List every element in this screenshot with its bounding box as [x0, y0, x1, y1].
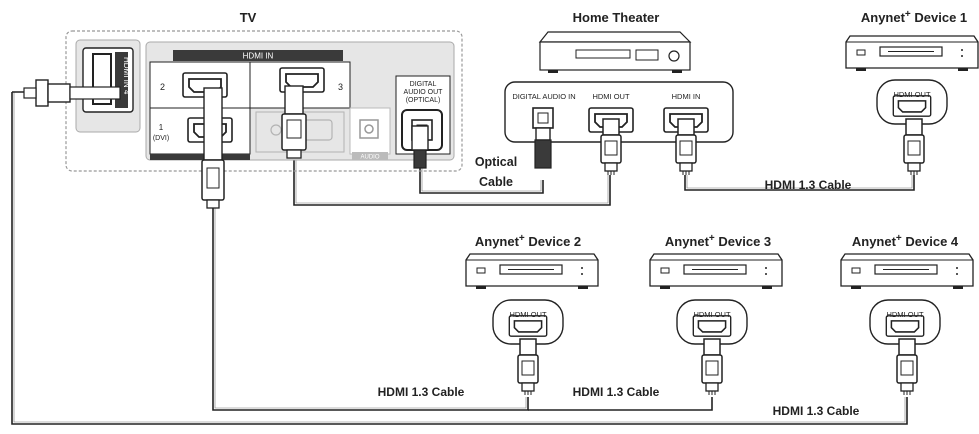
cables: [11, 91, 915, 425]
svg-text:Anynet+ Device 3: Anynet+ Device 3: [665, 233, 771, 249]
audio-label: AUDIO: [360, 155, 379, 161]
svg-text:Anynet+ Device 1: Anynet+ Device 1: [861, 9, 967, 25]
cable-port3-to-ht-out: [293, 160, 611, 206]
ht-optical-plug: [534, 127, 552, 169]
ht-hdmi-out-label: HDMI OUT: [592, 92, 629, 101]
anynet-device-2: Anynet+ Device 2 HDMI OUT: [465, 233, 599, 396]
port-2-label: 2: [160, 82, 165, 92]
ht-hdmi-in-plug: [675, 118, 697, 176]
hdmi-cable-label-bottom-3: HDMI 1.3 Cable: [773, 404, 860, 418]
optical-cable-label-1: Optical: [475, 155, 517, 169]
digital-out-line1: DIGITAL: [410, 81, 437, 88]
home-theater: Home Theater DIGITAL AUDIO IN HDMI OUT H…: [504, 10, 734, 143]
port-1-dvi-label: (DVI): [153, 135, 169, 142]
hdmi-in-header: HDMI IN: [243, 52, 274, 61]
cable-port1-to-devices: [212, 205, 529, 411]
port-1-label: 1: [159, 123, 164, 132]
cable-ht-in-to-device1: [684, 175, 915, 191]
svg-text:Anynet+ Device 2: Anynet+ Device 2: [475, 233, 581, 249]
hdmi-cable-label-bottom-1: HDMI 1.3 Cable: [378, 385, 465, 399]
svg-text:HDMI OUT: HDMI OUT: [509, 310, 546, 319]
digital-out-line3: (OPTICAL): [406, 97, 441, 104]
tv-port2-plug: [201, 87, 225, 209]
svg-text:HDMI OUT: HDMI OUT: [893, 90, 930, 99]
ht-hdmi-in-label: HDMI IN: [672, 92, 701, 101]
tv-panel: TV HDMI IN 4 HDMI IN 2 3 1 (DVI): [65, 10, 463, 172]
cable-hdmi-in4-to-device4: [11, 92, 908, 425]
anynet-device-4: Anynet+ Device 4 HDMI OUT: [840, 233, 974, 396]
optical-cable-label-2: Cable: [479, 175, 513, 189]
hdmi-cable-label-bottom-2: HDMI 1.3 Cable: [573, 385, 660, 399]
tv-title: TV: [240, 10, 257, 25]
port-3-label: 3: [338, 82, 343, 92]
svg-text:HDMI OUT: HDMI OUT: [693, 310, 730, 319]
svg-text:HDMI OUT: HDMI OUT: [886, 310, 923, 319]
hdmi-cable-label-top: HDMI 1.3 Cable: [765, 178, 852, 192]
anynet-device-1: Anynet+ Device 1 HDMI OUT: [845, 9, 979, 176]
tv-port3-plug: [281, 85, 307, 159]
tv-hdmi-in4-plug: [23, 79, 121, 107]
svg-text:Anynet+ Device 4: Anynet+ Device 4: [852, 233, 959, 249]
hdmi-in-4-label: HDMI IN 4: [122, 57, 131, 95]
ht-hdmi-out-plug: [600, 118, 622, 176]
anynet-device-3: Anynet+ Device 3 HDMI OUT: [649, 233, 783, 396]
home-theater-title: Home Theater: [573, 10, 660, 25]
ht-digital-audio-in-label: DIGITAL AUDIO IN: [512, 92, 575, 101]
tv-optical-plug: [411, 125, 429, 169]
digital-out-line2: AUDIO OUT: [404, 89, 444, 96]
cable-optical: [419, 168, 544, 194]
